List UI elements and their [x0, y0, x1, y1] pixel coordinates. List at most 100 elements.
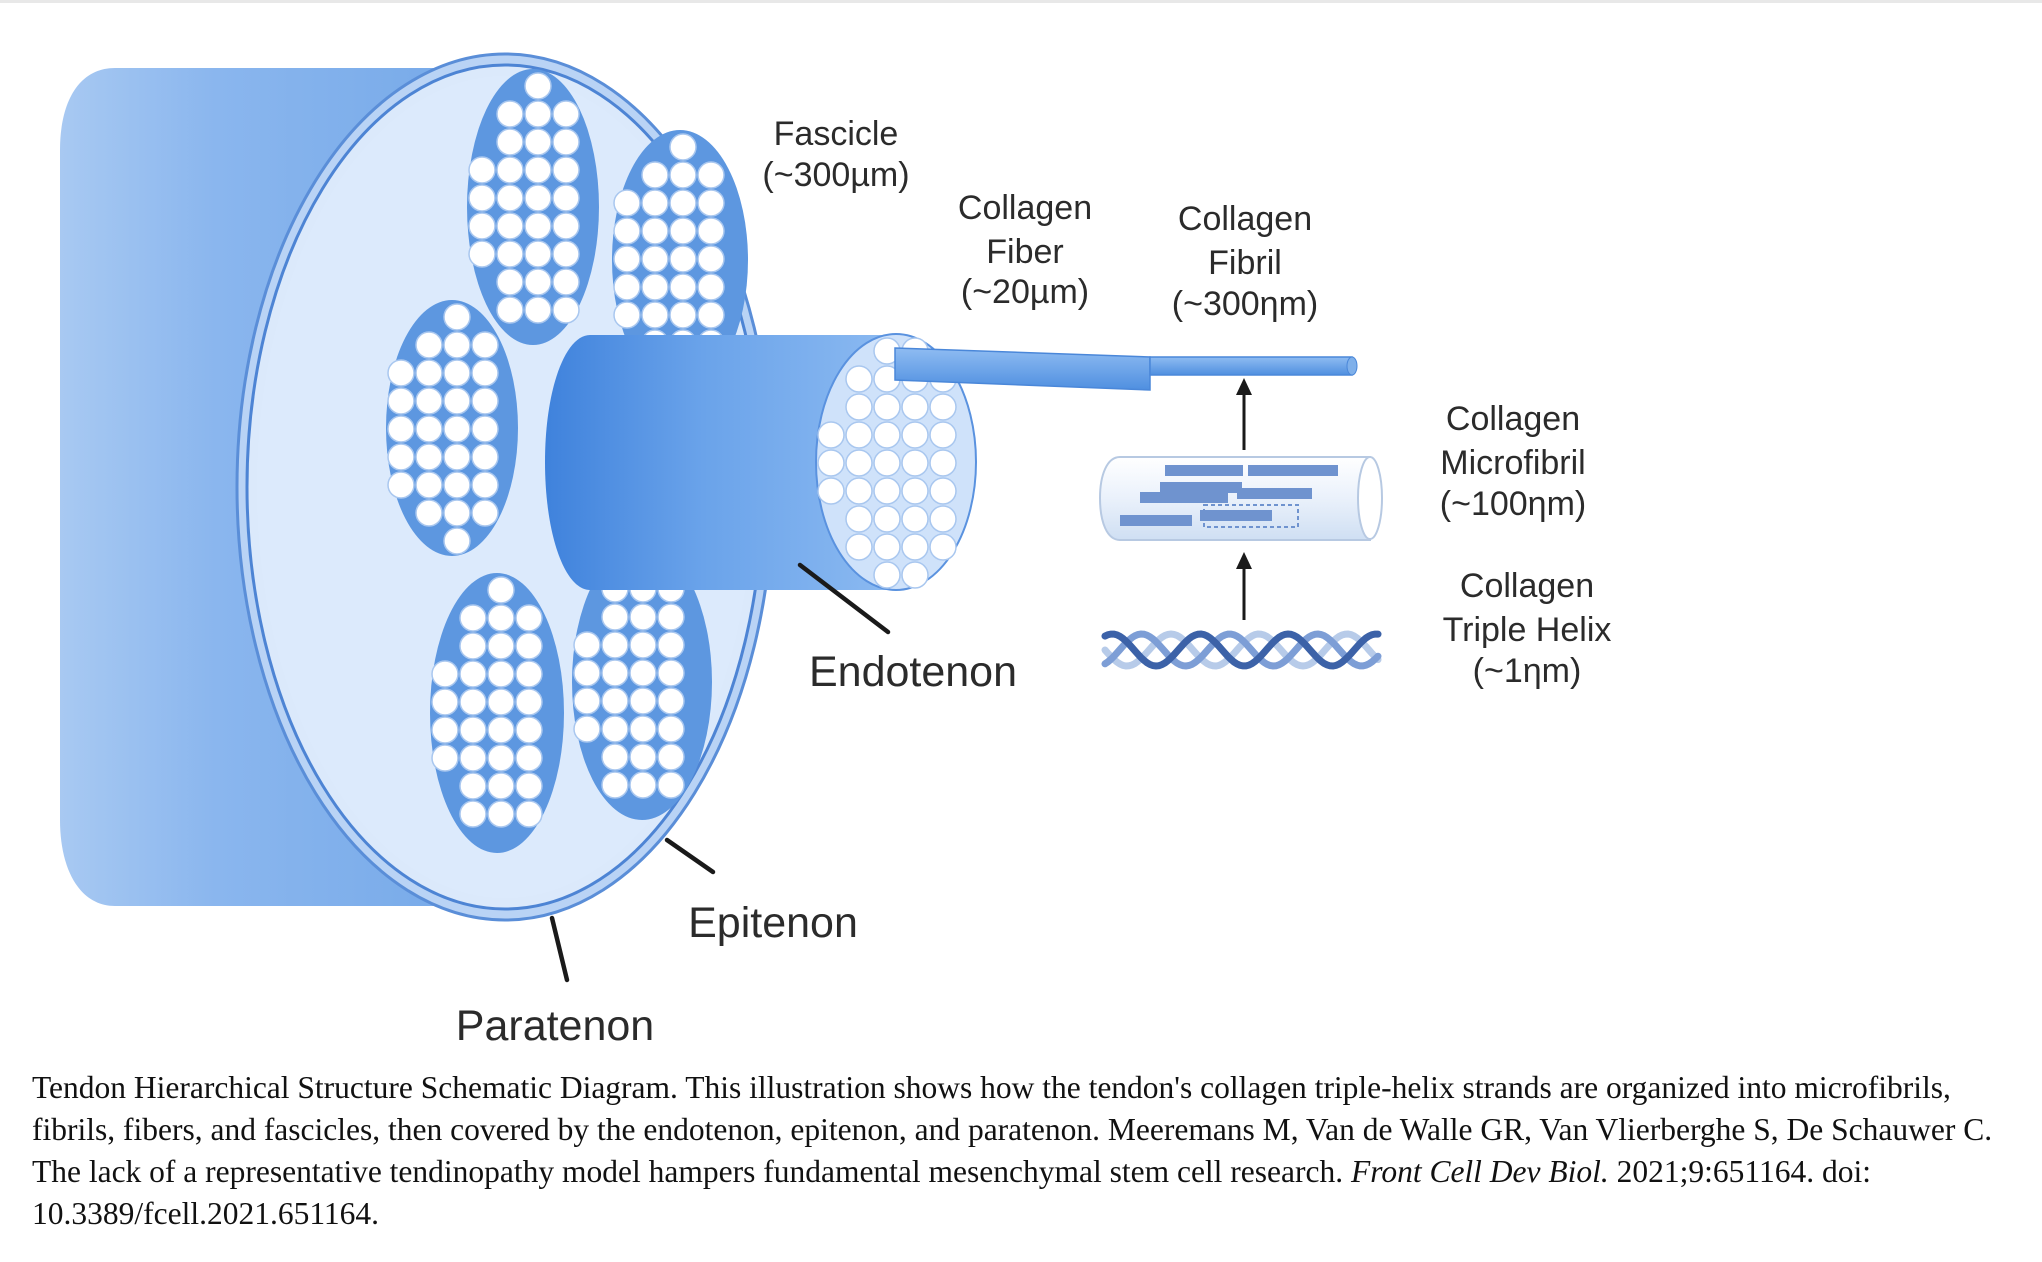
- collagen-fiber-label-line2: Fiber: [986, 233, 1063, 271]
- collagen-fiber-dot: [443, 415, 471, 443]
- collagen-fiber-dot: [573, 659, 601, 687]
- collagen-fiber-dot: [471, 471, 499, 499]
- collagen-fiber-dot: [387, 443, 415, 471]
- collagen-fiber-dot: [487, 660, 515, 688]
- collagen-fiber-dot: [415, 415, 443, 443]
- collagen-fiber-dot: [524, 212, 552, 240]
- collagen-fiber-dot: [524, 268, 552, 296]
- collagen-fiber-dot: [515, 632, 543, 660]
- collagen-fiber-dot: [669, 133, 697, 161]
- collagen-fiber-dot: [929, 421, 957, 449]
- collagen-triple-helix-label-line2: Triple Helix: [1443, 611, 1612, 649]
- collagen-fiber-dot: [613, 245, 641, 273]
- collagen-fiber-dot: [468, 184, 496, 212]
- collagen-fiber-dot: [873, 533, 901, 561]
- collagen-fiber-dot: [415, 359, 443, 387]
- collagen-fiber-dot: [929, 533, 957, 561]
- collagen-fiber-dot: [468, 156, 496, 184]
- collagen-fiber-dot: [573, 631, 601, 659]
- collagen-fiber-dot: [524, 184, 552, 212]
- collagen-fiber-dot: [669, 245, 697, 273]
- collagen-fiber-dot: [613, 189, 641, 217]
- collagen-fiber-dot: [629, 659, 657, 687]
- collagen-fiber-rod: [894, 347, 1358, 391]
- fascicle-end-fibers: [817, 337, 957, 589]
- collagen-fiber-dot: [515, 660, 543, 688]
- collagen-fiber-dot: [487, 800, 515, 828]
- collagen-fiber-dot: [641, 217, 669, 245]
- collagen-fiber-dot: [845, 449, 873, 477]
- collagen-fiber-dot: [697, 273, 725, 301]
- collagen-fiber-dot: [443, 359, 471, 387]
- collagen-fiber-dot: [845, 505, 873, 533]
- collagen-fiber-dot: [613, 301, 641, 329]
- collagen-fiber-dot: [657, 771, 685, 799]
- collagen-fiber-dot: [613, 217, 641, 245]
- collagen-fiber-dot: [601, 743, 629, 771]
- collagen-fiber-dot: [601, 771, 629, 799]
- collagen-fiber-dot: [496, 212, 524, 240]
- collagen-fiber-dot: [657, 743, 685, 771]
- collagen-fiber-dot: [845, 393, 873, 421]
- collagen-fiber-dot: [845, 533, 873, 561]
- collagen-triple-helix-label-line1: Collagen: [1460, 567, 1594, 605]
- collagen-fiber-dot: [873, 449, 901, 477]
- collagen-fiber-dot: [641, 189, 669, 217]
- collagen-fiber-dot: [697, 245, 725, 273]
- collagen-fiber-dot: [845, 421, 873, 449]
- collagen-fiber-dot: [487, 604, 515, 632]
- collagen-fiber-dot: [901, 393, 929, 421]
- collagen-fiber-dot: [613, 273, 641, 301]
- collagen-fiber-dot: [459, 604, 487, 632]
- collagen-fiber-dot: [515, 772, 543, 800]
- collagen-fiber-dot: [496, 100, 524, 128]
- collagen-fiber-dot: [471, 331, 499, 359]
- arrow-helix-to-microfibril: [1236, 552, 1252, 620]
- collagen-fiber-dot: [524, 100, 552, 128]
- collagen-fiber-dot: [629, 743, 657, 771]
- collagen-fiber-dot: [929, 477, 957, 505]
- collagen-fiber-dot: [496, 184, 524, 212]
- collagen-fiber-dot: [471, 359, 499, 387]
- caption-citation: 2021;9:651164. doi: 10.3389/fcell.2021.6…: [32, 1154, 1871, 1231]
- collagen-fiber-dot: [669, 217, 697, 245]
- collagen-fibril-label-line2: Fibril: [1208, 244, 1282, 282]
- collagen-fiber-dot: [515, 604, 543, 632]
- collagen-fibril-label-line1: Collagen: [1178, 200, 1312, 238]
- collagen-fiber-dot: [487, 772, 515, 800]
- collagen-fiber-dot: [901, 449, 929, 477]
- collagen-fiber-dot: [552, 184, 580, 212]
- collagen-fiber-size-label: (~20µm): [961, 273, 1089, 311]
- figure-caption: Tendon Hierarchical Structure Schematic …: [32, 1067, 2022, 1235]
- collagen-fiber-dot: [552, 212, 580, 240]
- collagen-fiber-dot: [657, 715, 685, 743]
- collagen-fiber-dot: [459, 688, 487, 716]
- caption-text: Tendon Hierarchical Structure Schematic …: [32, 1070, 1993, 1189]
- collagen-fiber-dot: [901, 505, 929, 533]
- arrow-microfibril-to-fibril: [1236, 378, 1252, 450]
- collagen-fiber-dot: [669, 161, 697, 189]
- collagen-fiber-dot: [431, 716, 459, 744]
- collagen-fiber-dot: [496, 268, 524, 296]
- collagen-fiber-dot: [496, 240, 524, 268]
- endotenon-leader: [797, 562, 891, 635]
- collagen-fiber-dot: [601, 631, 629, 659]
- collagen-fiber-dot: [552, 268, 580, 296]
- collagen-fiber-dot: [387, 359, 415, 387]
- collagen-fiber-dot: [845, 477, 873, 505]
- collagen-fiber-dot: [415, 387, 443, 415]
- collagen-fiber-dot: [697, 161, 725, 189]
- collagen-fiber-dot: [845, 365, 873, 393]
- collagen-fiber-dot: [697, 301, 725, 329]
- collagen-fiber-dot: [929, 505, 957, 533]
- collagen-fiber-dot: [873, 561, 901, 589]
- collagen-fiber-dot: [415, 443, 443, 471]
- collagen-fiber-dot: [387, 387, 415, 415]
- collagen-fiber-dot: [471, 443, 499, 471]
- collagen-fiber-dot: [487, 716, 515, 744]
- collagen-fiber-dot: [552, 100, 580, 128]
- collagen-fiber-dot: [657, 659, 685, 687]
- collagen-fiber-dot: [817, 477, 845, 505]
- collagen-fiber-dot: [657, 687, 685, 715]
- endotenon-label: Endotenon: [809, 648, 1017, 696]
